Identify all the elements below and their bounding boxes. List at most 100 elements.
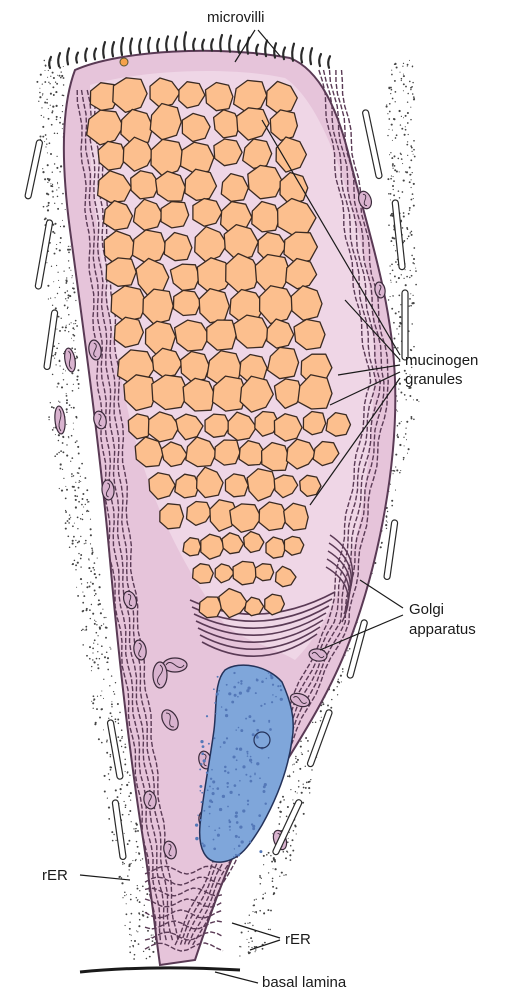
stipple-dot (312, 722, 313, 723)
stipple-dot (48, 205, 50, 207)
chromatin-speck (275, 696, 277, 698)
stipple-dot (393, 176, 394, 177)
chromatin-speck (201, 801, 203, 803)
stipple-dot (56, 347, 58, 349)
stipple-dot (51, 266, 52, 267)
stipple-dot (283, 851, 285, 853)
stipple-dot (119, 712, 121, 714)
microvillus (328, 56, 330, 68)
stipple-dot (410, 145, 412, 147)
microvillus (85, 49, 87, 61)
stipple-dot (254, 946, 256, 948)
stipple-dot (390, 87, 392, 89)
stipple-dot (409, 305, 410, 306)
stipple-dot (114, 693, 115, 694)
stipple-dot (407, 238, 408, 239)
stipple-dot (73, 475, 74, 476)
chromatin-speck (239, 748, 242, 751)
stipple-dot (91, 553, 93, 555)
stipple-dot (49, 83, 50, 84)
stipple-dot (128, 869, 129, 870)
stipple-dot (413, 149, 415, 151)
stipple-dot (71, 407, 72, 408)
stipple-dot (69, 324, 70, 325)
chromatin-speck (231, 701, 234, 704)
chromatin-speck (217, 834, 220, 837)
chromatin-speck (247, 753, 249, 755)
stipple-dot (75, 416, 77, 418)
stipple-dot (92, 648, 94, 650)
stipple-dot (139, 919, 141, 921)
chromatin-speck (225, 714, 228, 717)
stipple-dot (390, 296, 391, 297)
stipple-dot (401, 274, 402, 275)
stipple-dot (95, 593, 97, 595)
stipple-dot (152, 940, 154, 942)
stipple-dot (256, 899, 257, 900)
stipple-dot (81, 630, 82, 631)
stipple-dot (392, 165, 394, 167)
stipple-dot (46, 138, 47, 139)
chromatin-speck (200, 819, 202, 821)
stipple-dot (287, 806, 289, 808)
stipple-dot (388, 118, 390, 120)
stipple-dot (240, 946, 241, 947)
stipple-dot (55, 352, 57, 354)
stipple-dot (52, 171, 53, 172)
stipple-dot (121, 746, 122, 747)
stipple-dot (119, 740, 121, 742)
stipple-dot (390, 199, 391, 200)
stipple-dot (395, 261, 397, 263)
stipple-dot (86, 629, 88, 631)
stipple-dot (63, 225, 65, 227)
stipple-dot (405, 284, 407, 286)
stipple-dot (93, 698, 95, 700)
stipple-dot (413, 154, 414, 155)
stipple-dot (395, 454, 397, 456)
stipple-dot (131, 863, 132, 864)
stipple-dot (387, 178, 389, 180)
stipple-dot (132, 860, 133, 861)
chromatin-speck (212, 792, 215, 795)
chromatin-speck (237, 696, 239, 698)
stipple-dot (274, 859, 276, 861)
stipple-dot (86, 510, 88, 512)
stipple-dot (65, 298, 66, 299)
microvillus (202, 40, 204, 50)
stipple-dot (415, 270, 417, 272)
stipple-dot (129, 921, 130, 922)
chromatin-speck (212, 780, 215, 783)
stipple-dot (56, 244, 57, 245)
stipple-dot (142, 915, 144, 917)
stipple-dot (406, 439, 407, 440)
chromatin-speck (213, 839, 215, 841)
stipple-dot (71, 473, 73, 475)
microvillus (211, 39, 213, 50)
stipple-dot (81, 463, 83, 465)
stipple-dot (321, 717, 322, 718)
chromatin-speck (235, 729, 236, 730)
stipple-dot (293, 830, 295, 832)
stipple-dot (401, 158, 403, 160)
chromatin-speck (256, 762, 259, 765)
stipple-dot (83, 506, 84, 507)
stipple-dot (65, 511, 67, 513)
er-fragment (362, 109, 382, 179)
stipple-dot (77, 528, 78, 529)
stipple-dot (296, 833, 297, 834)
stipple-dot (96, 624, 97, 625)
stipple-dot (399, 444, 401, 446)
stipple-dot (271, 861, 273, 863)
stipple-dot (413, 96, 415, 98)
stipple-dot (74, 560, 76, 562)
stipple-dot (70, 461, 71, 462)
stipple-dot (124, 863, 125, 864)
stipple-dot (128, 814, 129, 815)
stipple-dot (117, 703, 119, 705)
stipple-dot (61, 203, 62, 204)
stipple-dot (395, 101, 396, 102)
stipple-dot (56, 105, 58, 107)
stipple-dot (67, 308, 68, 309)
stipple-dot (52, 355, 54, 357)
stipple-dot (270, 855, 271, 856)
